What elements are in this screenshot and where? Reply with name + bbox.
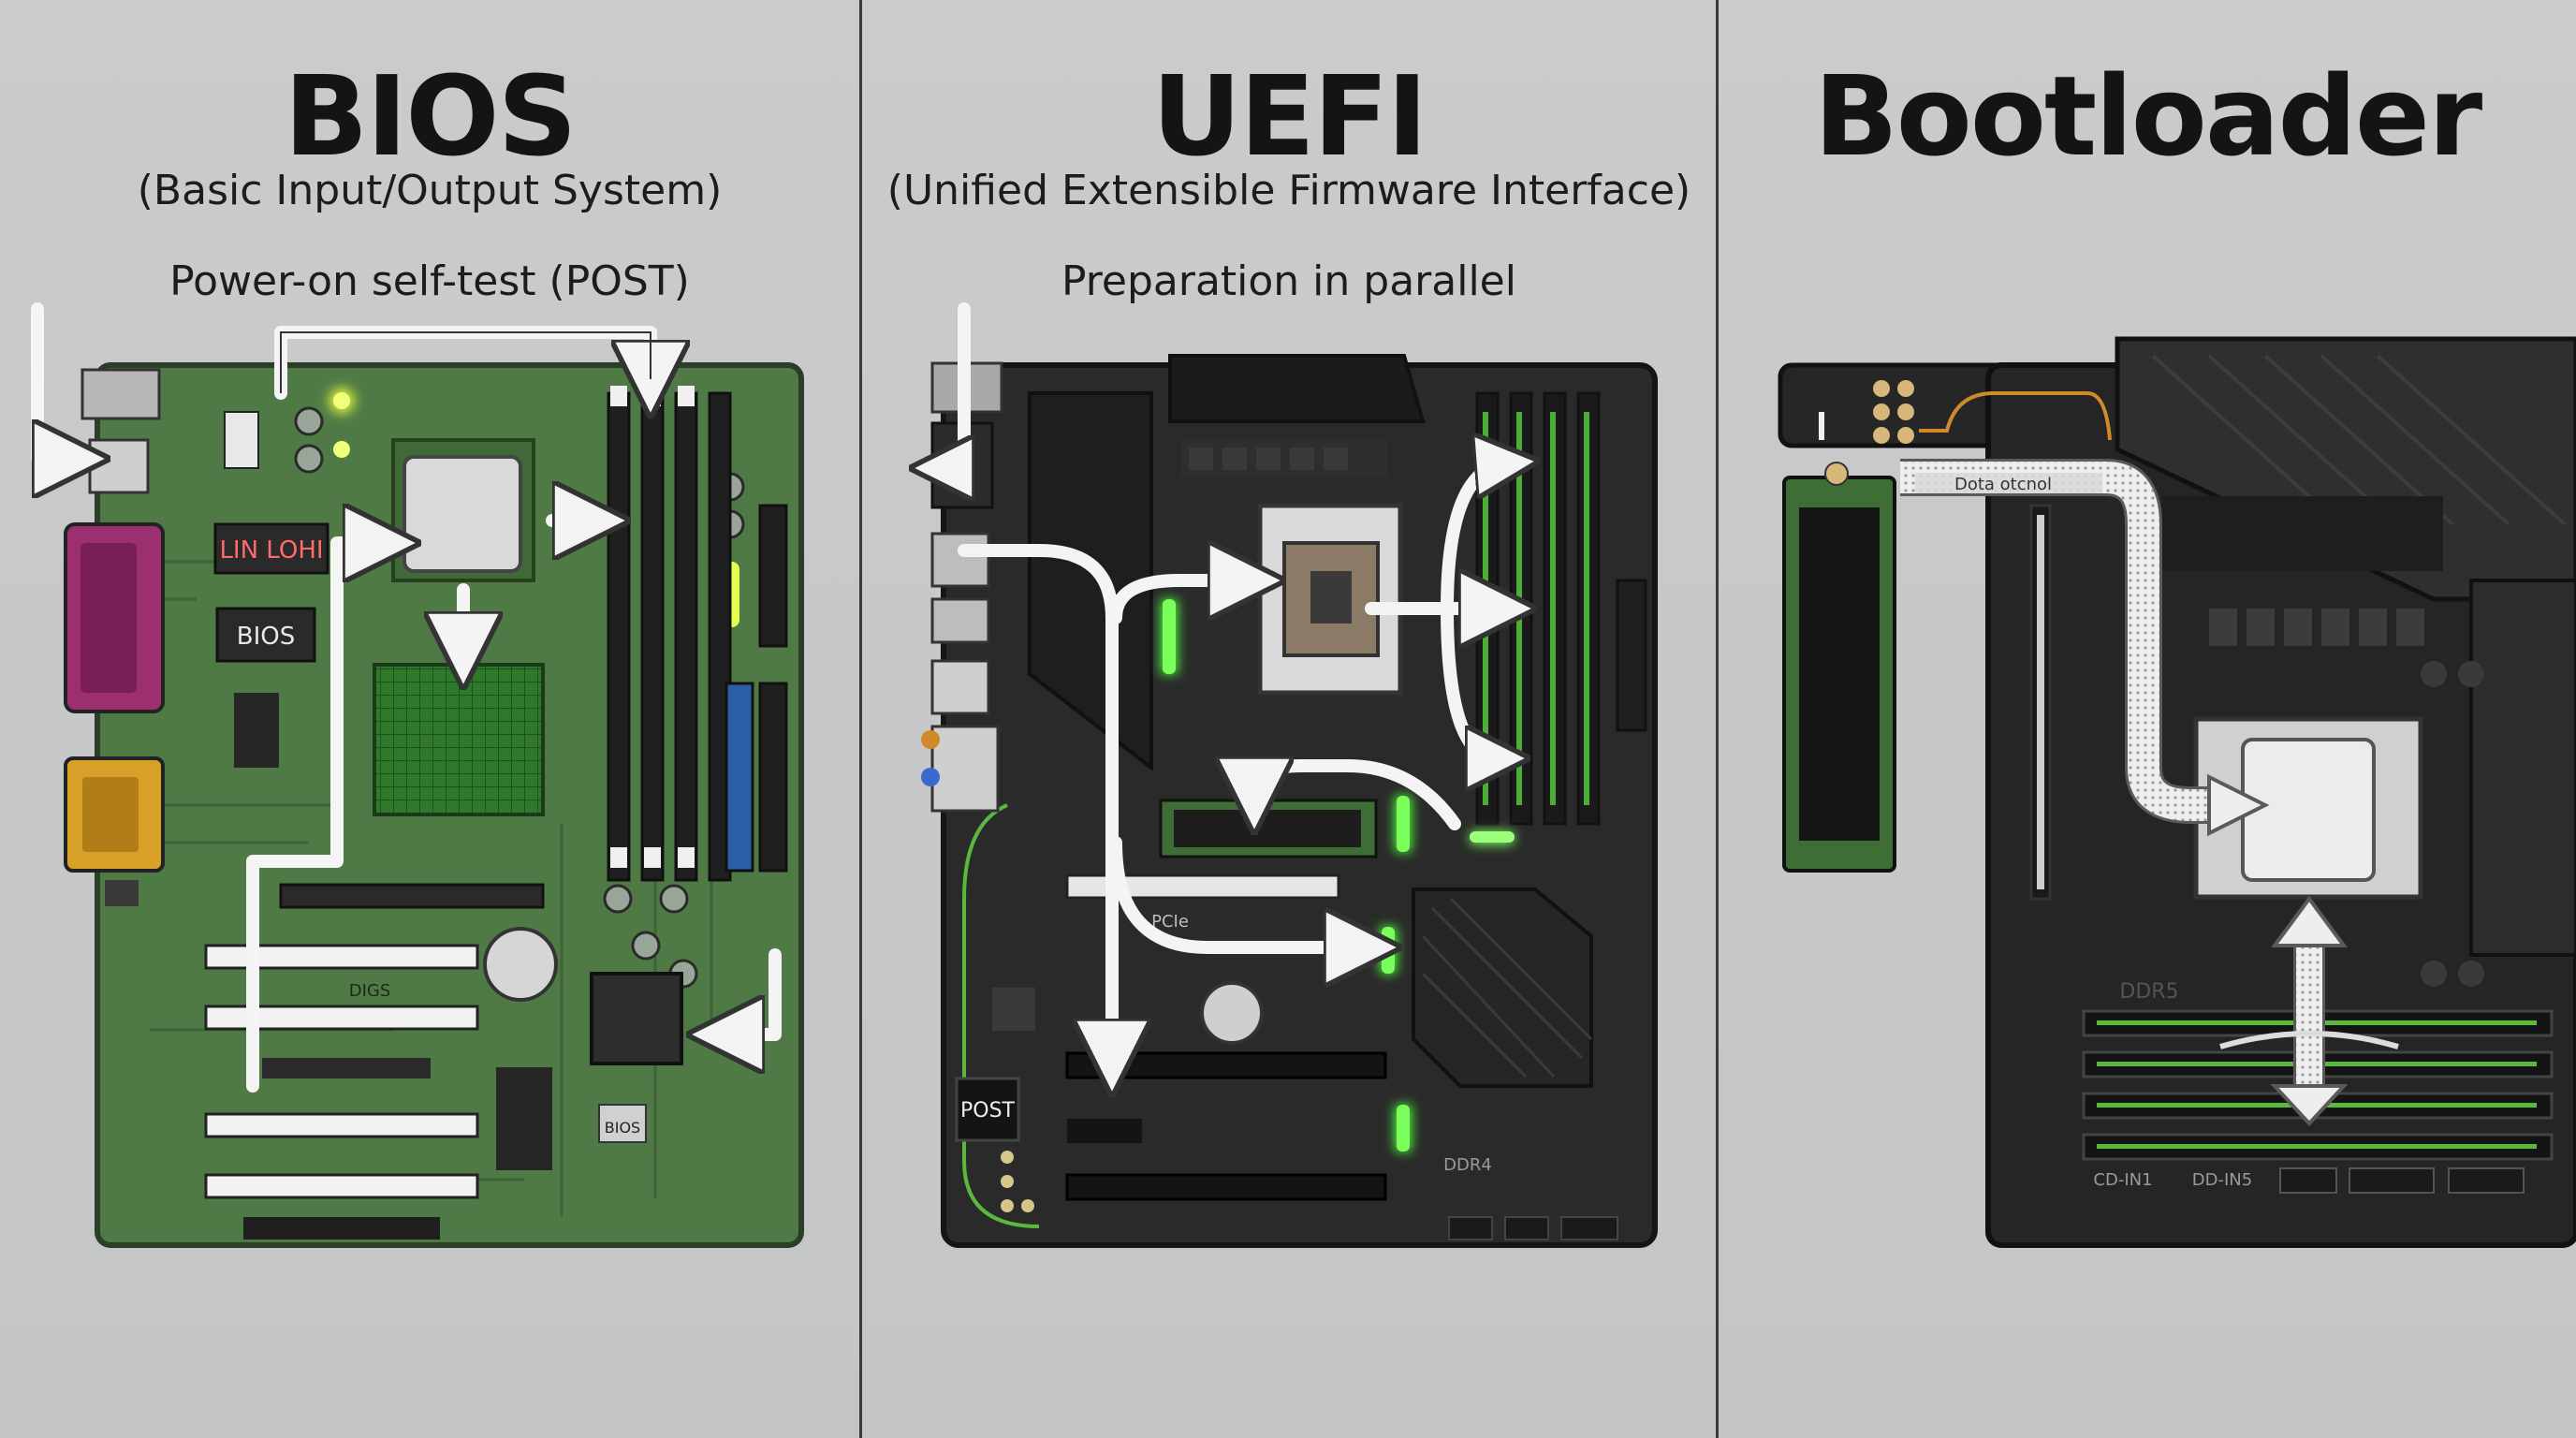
chipset: [373, 663, 545, 816]
memory-bus-arrow: [2296, 936, 2322, 1095]
bios-subtitle: (Basic Input/Output System): [137, 167, 723, 214]
bootloader-title: Bootloader: [1813, 51, 2482, 181]
uefi-motherboard: PCIe POST DDR4: [921, 302, 1658, 1248]
cd-in-label: CD-IN1: [2093, 1170, 2152, 1190]
uefi-subtitle: (Unified Extensible Firmware Interface): [886, 167, 1691, 214]
post-code-display: [955, 1077, 1020, 1142]
uefi-ddr-label: DDR4: [1443, 1155, 1492, 1175]
data-transfer-label: Dota otcnol: [1954, 475, 2052, 494]
uefi-ram-slots: [1475, 391, 1601, 826]
bios-chip-label: BIOS: [237, 623, 295, 651]
bios-chip: [215, 607, 316, 663]
ide-connector: [724, 682, 754, 873]
bios-motherboard: LIN LOHI BIOS: [31, 302, 804, 1248]
led-display-label: LIN LOHI: [219, 536, 323, 565]
divider-right: [1716, 0, 1719, 1438]
uefi-title: UEFI: [1151, 51, 1428, 181]
dd-in-label: DD-IN5: [2192, 1170, 2252, 1190]
small-bios-label: BIOS: [605, 1119, 640, 1137]
uefi-caption: Preparation in parallel: [1061, 257, 1516, 305]
bios-title: BIOS: [284, 51, 577, 181]
fan-header: [1873, 380, 1914, 444]
data-transfer-arrow: [1900, 462, 2218, 821]
slot-label: DIGS: [349, 981, 391, 1001]
cpu-chip: [402, 455, 522, 573]
divider-left: [859, 0, 862, 1438]
bios-pci-slots: [204, 944, 479, 1199]
cmos-battery: [483, 927, 558, 1002]
bootloader-motherboard: DDR5 CD-IN1 DD-IN5 Dota otcnol: [1778, 336, 2576, 1248]
ddr5-label: DDR5: [2119, 980, 2178, 1004]
bios-caption: Power-on self-test (POST): [169, 257, 690, 305]
pcie-label: PCIe: [1151, 912, 1189, 932]
post-label: POST: [960, 1099, 1016, 1123]
